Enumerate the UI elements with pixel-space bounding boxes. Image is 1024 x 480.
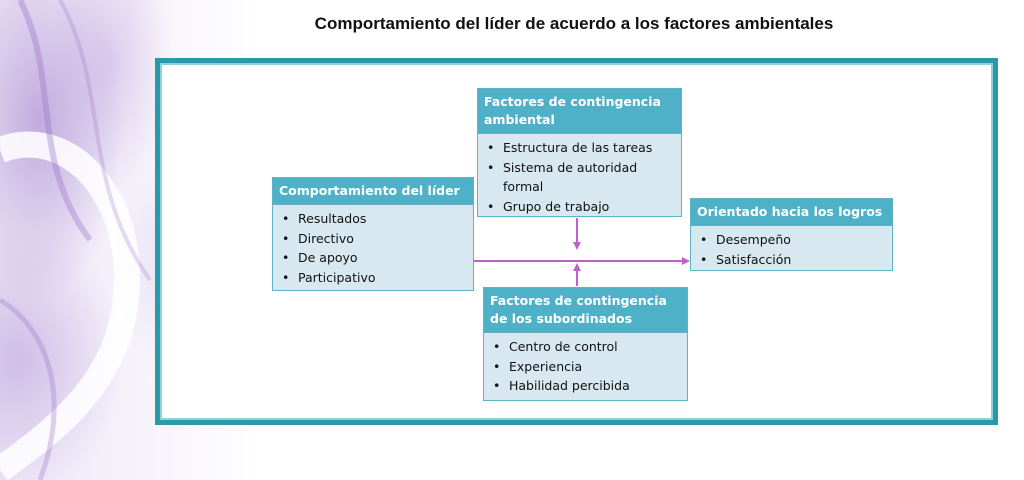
environmental-factors-box: Factores de contingencia ambiental Estru… bbox=[477, 88, 682, 217]
leader-behavior-box: Comportamiento del líder Resultados Dire… bbox=[272, 177, 474, 291]
environmental-factors-title: Factores de contingencia ambiental bbox=[478, 89, 681, 134]
list-item: Experiencia bbox=[490, 357, 681, 377]
list-item: Sistema de autoridad formal bbox=[484, 158, 675, 197]
achievement-oriented-box: Orientado hacia los logros Desempeño Sat… bbox=[690, 198, 893, 271]
leader-behavior-title: Comportamiento del líder bbox=[273, 178, 473, 205]
page-title: Comportamiento del líder de acuerdo a lo… bbox=[314, 14, 834, 33]
list-item: Desempeño bbox=[697, 230, 886, 250]
list-item: Estructura de las tareas bbox=[484, 138, 675, 158]
decorative-swirl bbox=[0, 0, 152, 480]
list-item: Habilidad percibida bbox=[490, 376, 681, 396]
list-item: Grupo de trabajo bbox=[484, 197, 675, 217]
list-item: Directivo bbox=[279, 229, 467, 249]
achievement-oriented-title: Orientado hacia los logros bbox=[691, 199, 892, 226]
subordinate-factors-title: Factores de contingencia de los subordin… bbox=[484, 288, 687, 333]
list-item: Centro de control bbox=[490, 337, 681, 357]
leader-behavior-list: Resultados Directivo De apoyo Participat… bbox=[273, 205, 473, 289]
list-item: Participativo bbox=[279, 268, 467, 288]
environmental-factors-list: Estructura de las tareas Sistema de auto… bbox=[478, 134, 681, 218]
achievement-oriented-list: Desempeño Satisfacción bbox=[691, 226, 892, 271]
subordinate-factors-box: Factores de contingencia de los subordin… bbox=[483, 287, 688, 401]
list-item: Resultados bbox=[279, 209, 467, 229]
subordinate-factors-list: Centro de control Experiencia Habilidad … bbox=[484, 333, 687, 398]
list-item: Satisfacción bbox=[697, 250, 886, 270]
list-item: De apoyo bbox=[279, 248, 467, 268]
